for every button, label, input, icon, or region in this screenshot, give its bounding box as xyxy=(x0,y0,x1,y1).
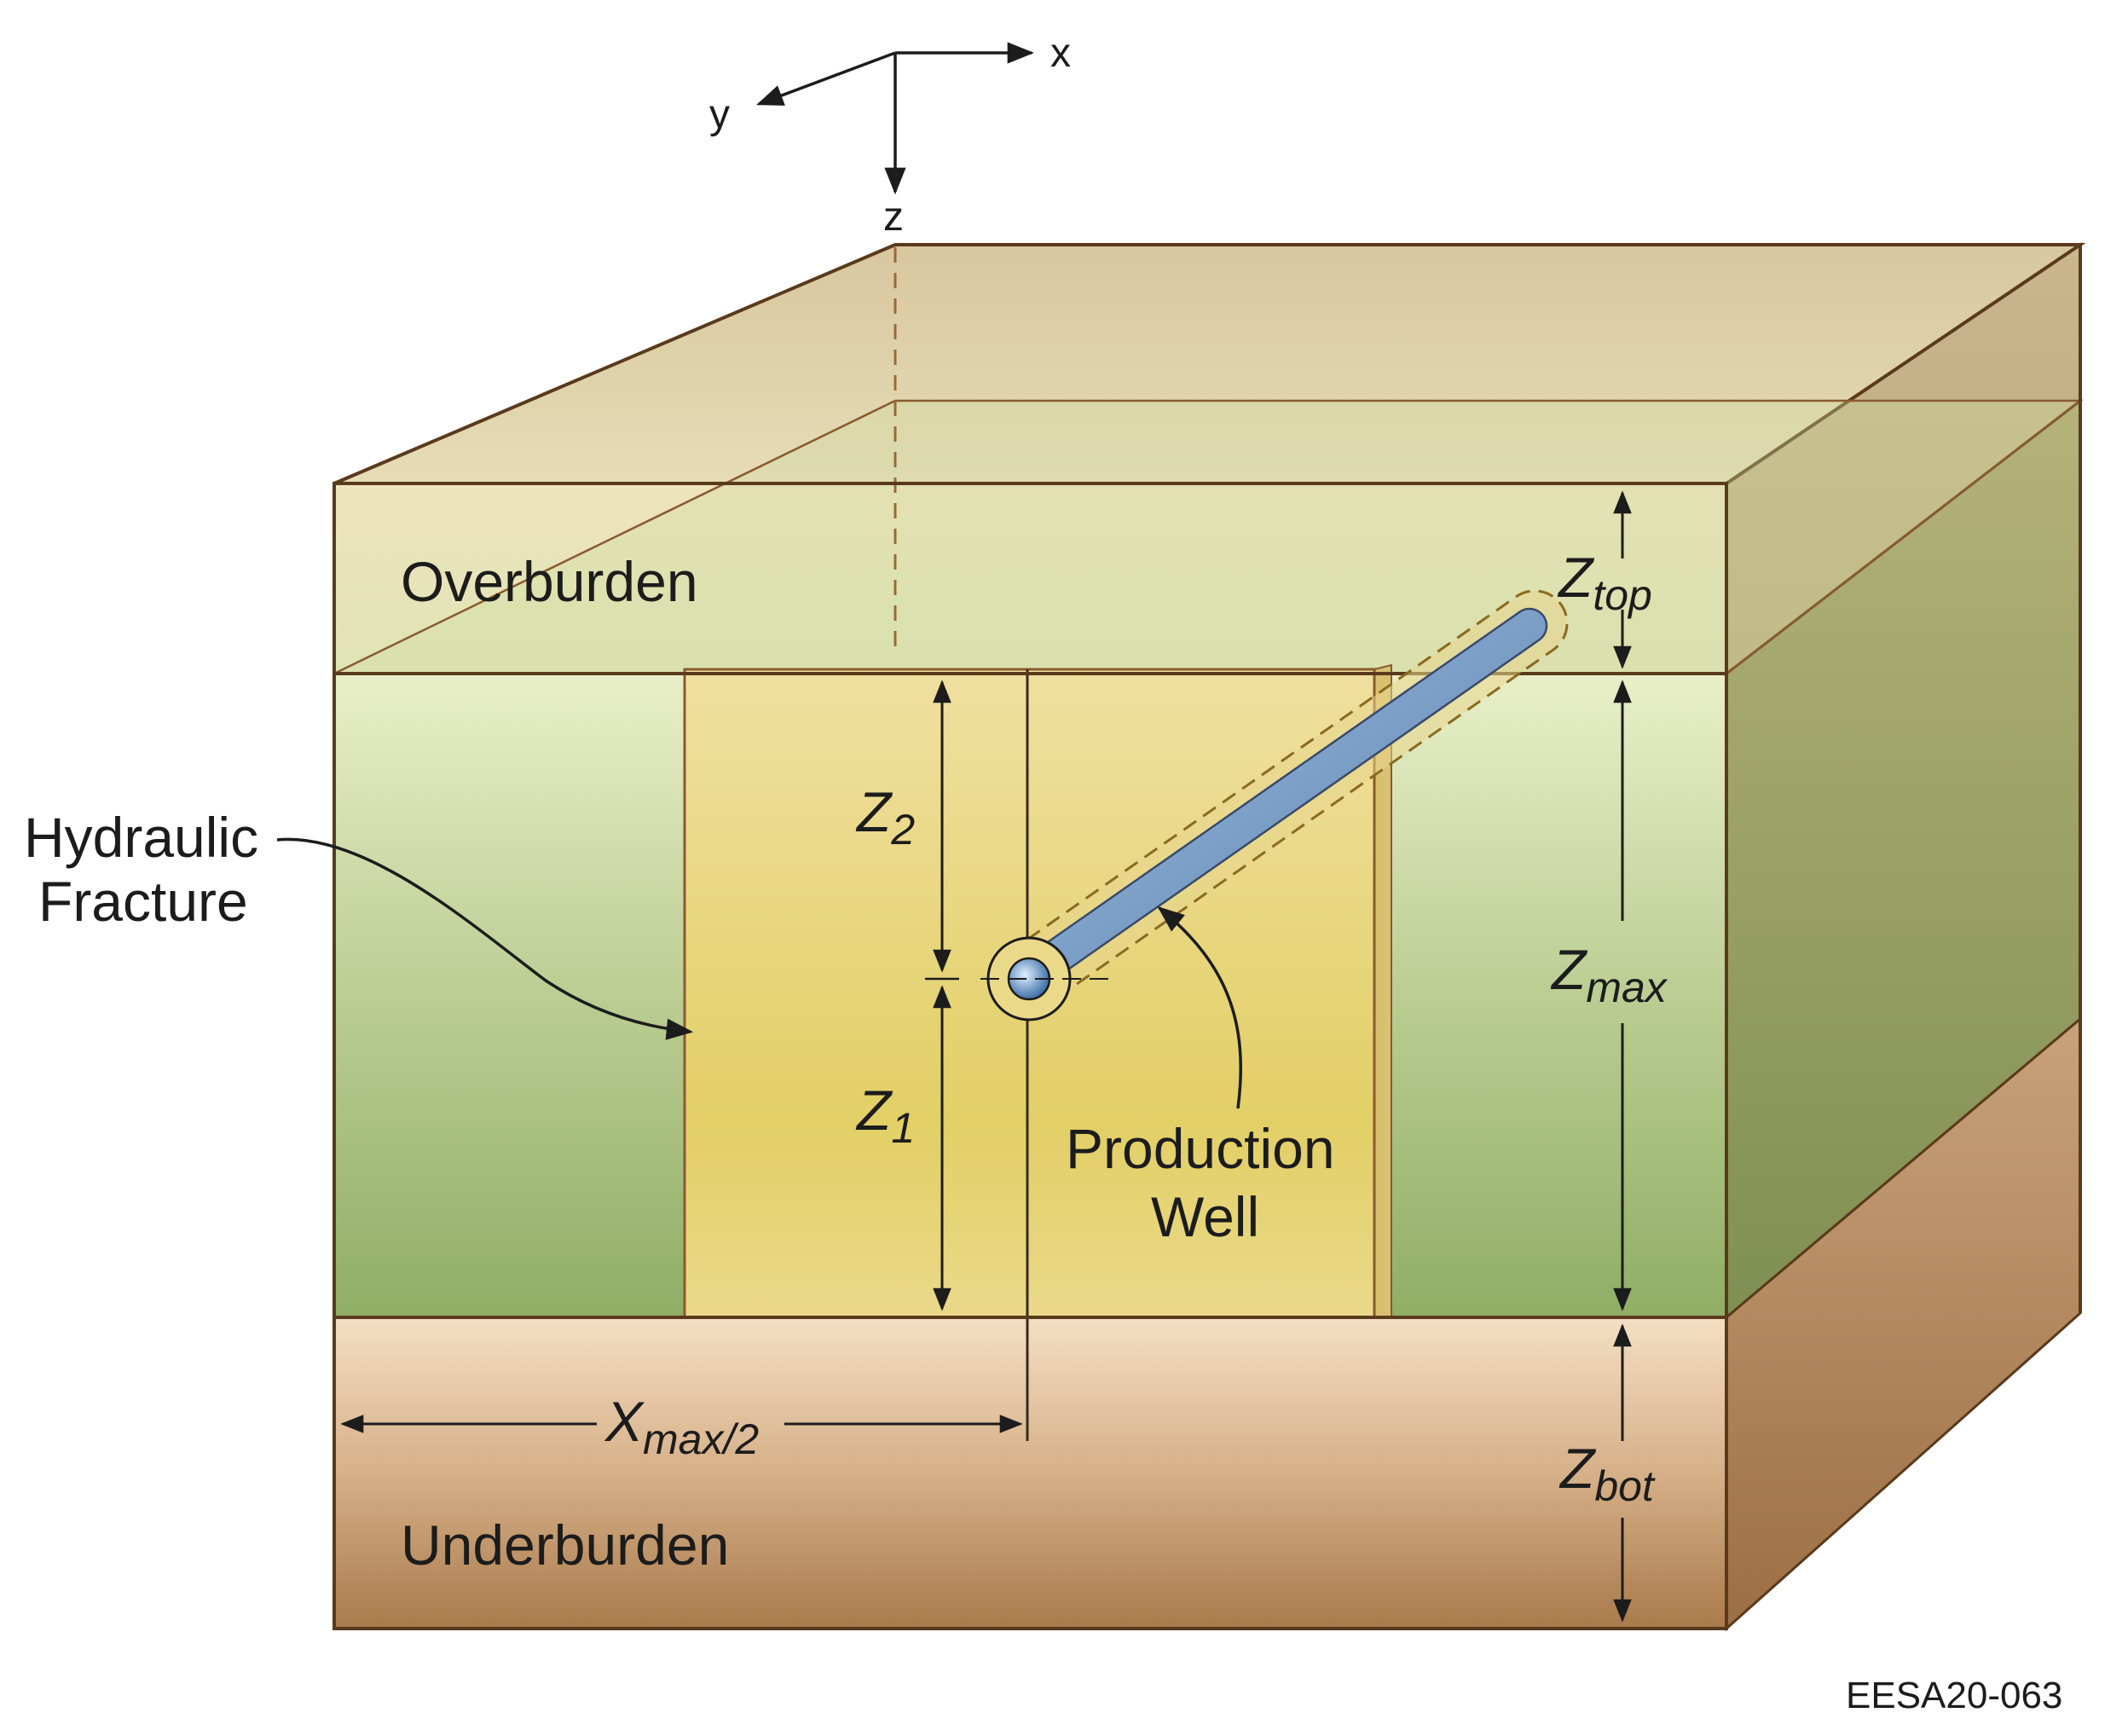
z-top-label: Ztop xyxy=(1557,546,1652,619)
z-axis-label: z xyxy=(883,194,904,240)
y-axis-arrow xyxy=(756,51,896,106)
production-well-pipe xyxy=(1018,607,1548,991)
front-outline xyxy=(332,482,1728,1630)
production-well-label-line2: Well xyxy=(1151,1185,1259,1248)
production-well-label-line1: Production xyxy=(1066,1117,1335,1180)
hydraulic-fracture-label-line2: Fracture xyxy=(38,870,248,933)
figure-id: EESA20-063 xyxy=(1846,1675,2062,1716)
underburden-label: Underburden xyxy=(401,1513,729,1577)
y-axis-label: y xyxy=(709,92,730,137)
front-face-underburden xyxy=(334,1317,1726,1629)
z-1-label: Z1 xyxy=(855,1079,915,1152)
x-half-label: Xmax/2 xyxy=(604,1390,759,1463)
z-max-label: Zmax xyxy=(1550,938,1668,1011)
z-bot-label: Zbot xyxy=(1558,1437,1656,1510)
well-leader-arrow xyxy=(1157,906,1242,1109)
overburden-label: Overburden xyxy=(401,550,698,613)
x-axis-label: x xyxy=(1050,31,1071,76)
hydraulic-fracture-label-line1: Hydraulic xyxy=(24,806,258,869)
fracture-leader-arrow xyxy=(276,837,694,1040)
z-2-label: Z2 xyxy=(855,780,915,854)
